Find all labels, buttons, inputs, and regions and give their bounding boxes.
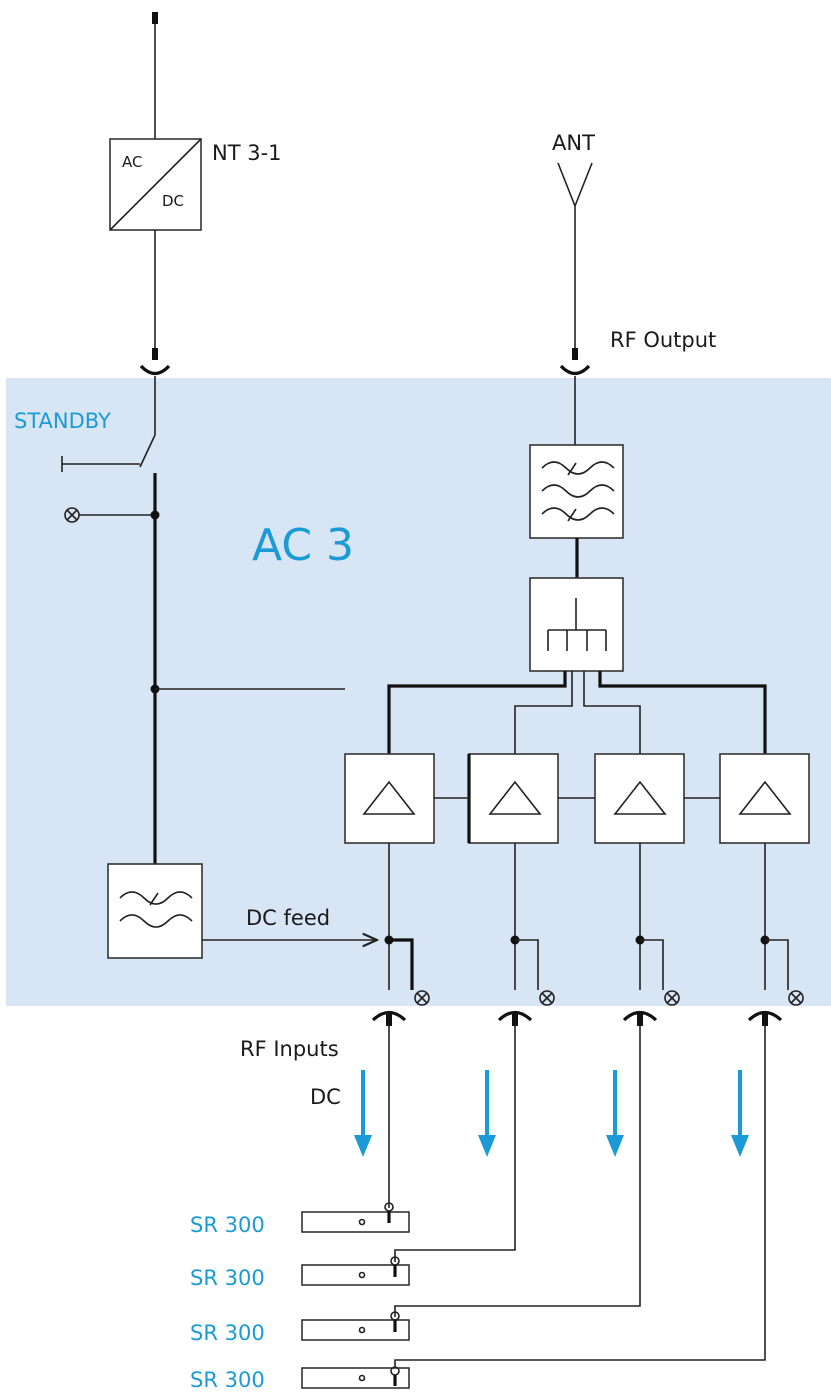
antenna-splitter	[529, 577, 624, 672]
splitter-outputs	[387, 671, 767, 754]
dc-direction-arrows	[354, 1070, 749, 1157]
standby-label: STANDBY	[14, 409, 111, 433]
rf-input-channel-4	[760, 843, 804, 1006]
antenna-label: ANT	[552, 131, 595, 155]
receiver-4: SR 300	[190, 1366, 410, 1392]
amplifier-1	[344, 753, 435, 844]
receiver-label: SR 300	[190, 1266, 265, 1290]
rf-output-label: RF Output	[610, 328, 716, 352]
ac3-title: AC 3	[252, 520, 354, 571]
rf-output-connector: RF Output	[559, 328, 716, 445]
amplifier-4	[719, 753, 810, 844]
rf-inputs-label: RF Inputs	[240, 1037, 339, 1061]
power-supply-label: NT 3-1	[212, 141, 282, 165]
receiver-label: SR 300	[190, 1321, 265, 1345]
receiver-2: SR 300	[190, 1256, 410, 1290]
receiver-label: SR 300	[190, 1368, 265, 1392]
rf-input-channel-1	[384, 843, 430, 1006]
dc-feed-label: DC feed	[246, 906, 330, 930]
rf-input-channel-3	[635, 843, 680, 1006]
dc-label: DC	[310, 1085, 341, 1109]
dc-input-connector	[139, 230, 171, 398]
dc-text: DC	[162, 192, 184, 210]
dc-feed-line: DC feed	[202, 906, 377, 940]
dc-feed-filter	[107, 863, 203, 959]
receiver-label: SR 300	[190, 1213, 265, 1237]
bandpass-filter	[529, 444, 624, 539]
antenna: ANT	[552, 131, 595, 348]
power-supply-nt3-1: AC DC NT 3-1	[109, 138, 282, 231]
antenna-cables	[388, 1026, 766, 1372]
ac-text: AC	[122, 153, 142, 171]
receiver-3: SR 300	[190, 1311, 410, 1345]
mains-plug	[152, 12, 158, 139]
standby-switch[interactable]: STANDBY	[14, 398, 156, 472]
receiver-1: SR 300	[190, 1202, 410, 1237]
rf-input-connectors	[371, 1010, 783, 1026]
amplifier-2	[467, 753, 559, 844]
rf-input-channel-2	[510, 843, 555, 1006]
amplifier-3	[594, 753, 685, 844]
